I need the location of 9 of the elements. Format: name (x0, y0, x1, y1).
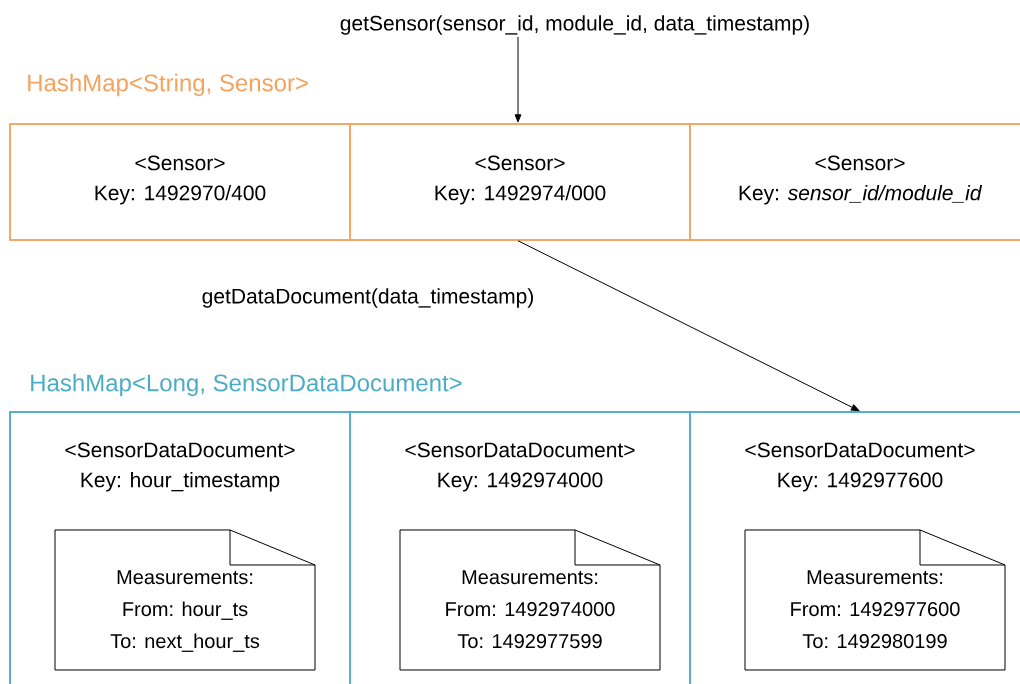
map-entry-cell: <Sensor> Key: 1492974/000 (349, 123, 691, 241)
map-entry-cell: <Sensor> Key: 1492970/400 (9, 123, 351, 241)
map-entry-cell: <Sensor> Key: sensor_id/module_id (689, 123, 1020, 241)
arrow (514, 36, 522, 123)
map-heading: HashMap<Long, SensorDataDocument> (31, 373, 462, 397)
edge-label: getDataDocument(data_timestamp) (199, 286, 537, 310)
map-heading: HashMap<String, Sensor> (28, 73, 308, 97)
arrow (517, 240, 860, 412)
method-call-text: getSensor(sensor_id, module_id, data_timestamp) (340, 15, 809, 35)
